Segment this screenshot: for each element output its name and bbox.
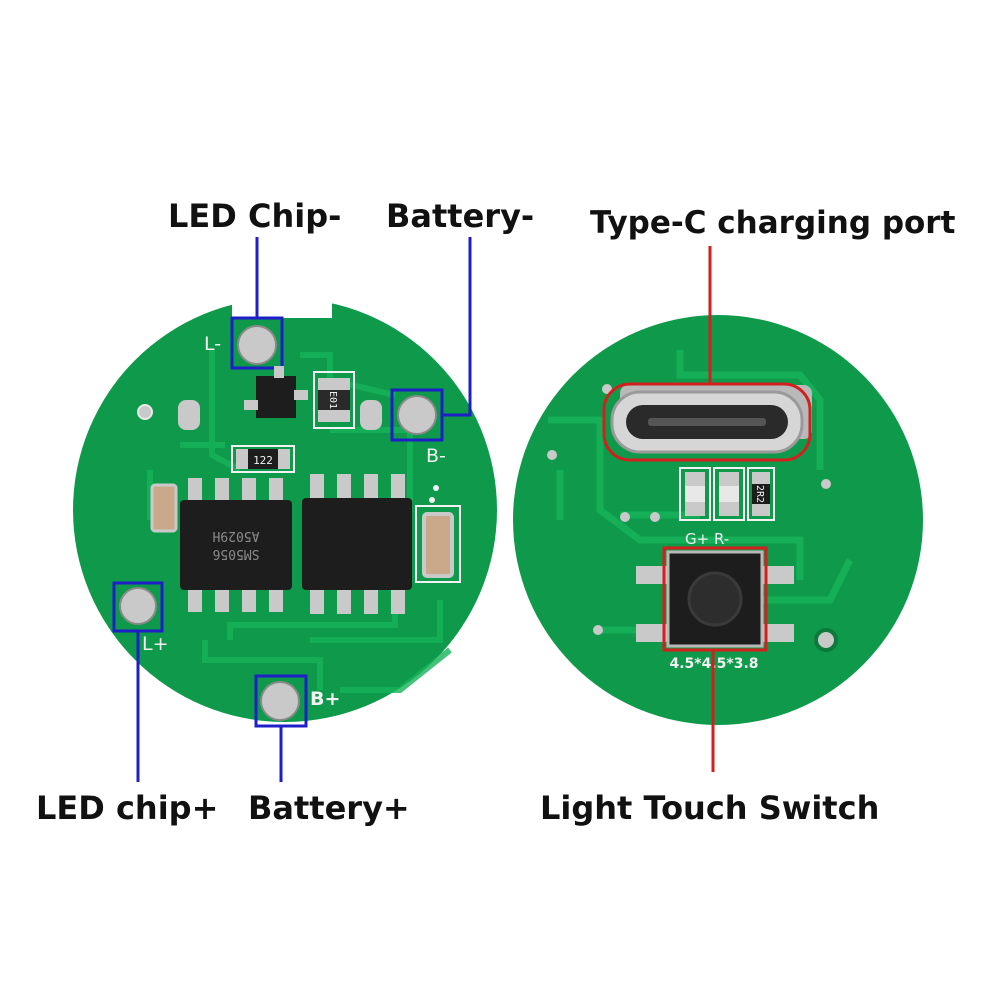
highlight-switch [662, 546, 768, 652]
resistor-122-body [248, 449, 278, 469]
callout-battery-minus: Battery- [386, 197, 535, 235]
silk-b-plus: B+ [310, 688, 340, 710]
pad-battery-minus [397, 395, 437, 435]
resistor-e01-body [318, 390, 350, 410]
right-callout-lines [708, 246, 715, 772]
pad-small-right [360, 400, 382, 430]
resistor-e01-outline [313, 371, 355, 429]
transistor-leg-1 [244, 400, 258, 410]
pad-small-left [178, 400, 200, 430]
callout-led-chip-plus: LED chip+ [36, 789, 219, 827]
silk-resistor-122: 122 [253, 454, 273, 467]
via-r-1 [602, 384, 612, 394]
left-pcb: E01 122 A5029H SM5056 [73, 296, 497, 728]
via-right-2 [433, 485, 439, 491]
left-callout-lines [136, 237, 472, 782]
pad-led-minus [237, 325, 277, 365]
pad-battery-plus [260, 681, 300, 721]
callout-typec-charging-port: Type-C charging port [590, 205, 956, 241]
silk-l-plus: L+ [142, 633, 169, 655]
via-r-5 [593, 625, 603, 635]
pad-led-plus [119, 587, 157, 625]
via-right-1 [429, 497, 435, 503]
switch-button [687, 571, 743, 627]
mount-hole-right [814, 628, 838, 652]
capacitor-right [422, 512, 454, 578]
callout-battery-plus: Battery+ [248, 789, 410, 827]
left-traces [147, 350, 452, 693]
transistor-top [256, 376, 296, 418]
ic-sm5056: A5029H SM5056 [180, 478, 292, 612]
capacitor-left [150, 483, 178, 533]
right-traces [548, 350, 854, 634]
silk-ic-marking-2: SM5056 [213, 546, 260, 561]
right-pcb: 2R2 G+ R- 4.5*4.5*3.8 [513, 315, 923, 725]
resistor-r-2 [713, 467, 745, 521]
silk-b-minus: B- [426, 445, 446, 467]
callout-led-chip-minus: LED Chip- [168, 197, 342, 235]
via-left [137, 404, 153, 420]
resistor-122-cap-b [278, 449, 290, 469]
silk-resistor-e01: E01 [327, 391, 338, 409]
left-pcb-notch [232, 296, 332, 318]
resistor-e01-cap-b [318, 410, 350, 422]
resistor-122-cap-a [236, 449, 248, 469]
via-r-2 [547, 450, 557, 460]
typec-tongue [648, 418, 766, 426]
ic-protection [302, 474, 412, 614]
resistor-r-1 [679, 467, 711, 521]
silk-ic-marking-1: A5029H [213, 528, 260, 543]
callout-light-touch-switch: Light Touch Switch [540, 789, 880, 827]
highlight-typec [602, 382, 812, 462]
via-r-4 [650, 512, 660, 522]
via-r-6 [821, 479, 831, 489]
silk-g-r: G+ R- [685, 530, 729, 548]
resistor-e01-cap-a [318, 378, 350, 390]
silk-resistor-2r2: 2R2 [754, 485, 765, 503]
silk-l-minus: L- [204, 333, 221, 355]
transistor-leg-3 [274, 366, 284, 378]
capacitor-right-outline [415, 505, 461, 583]
transistor-leg-2 [294, 390, 308, 400]
via-r-3 [620, 512, 630, 522]
line-battery-minus [442, 237, 472, 417]
resistor-122-outline [231, 445, 295, 473]
resistor-2r2: 2R2 [747, 467, 775, 521]
